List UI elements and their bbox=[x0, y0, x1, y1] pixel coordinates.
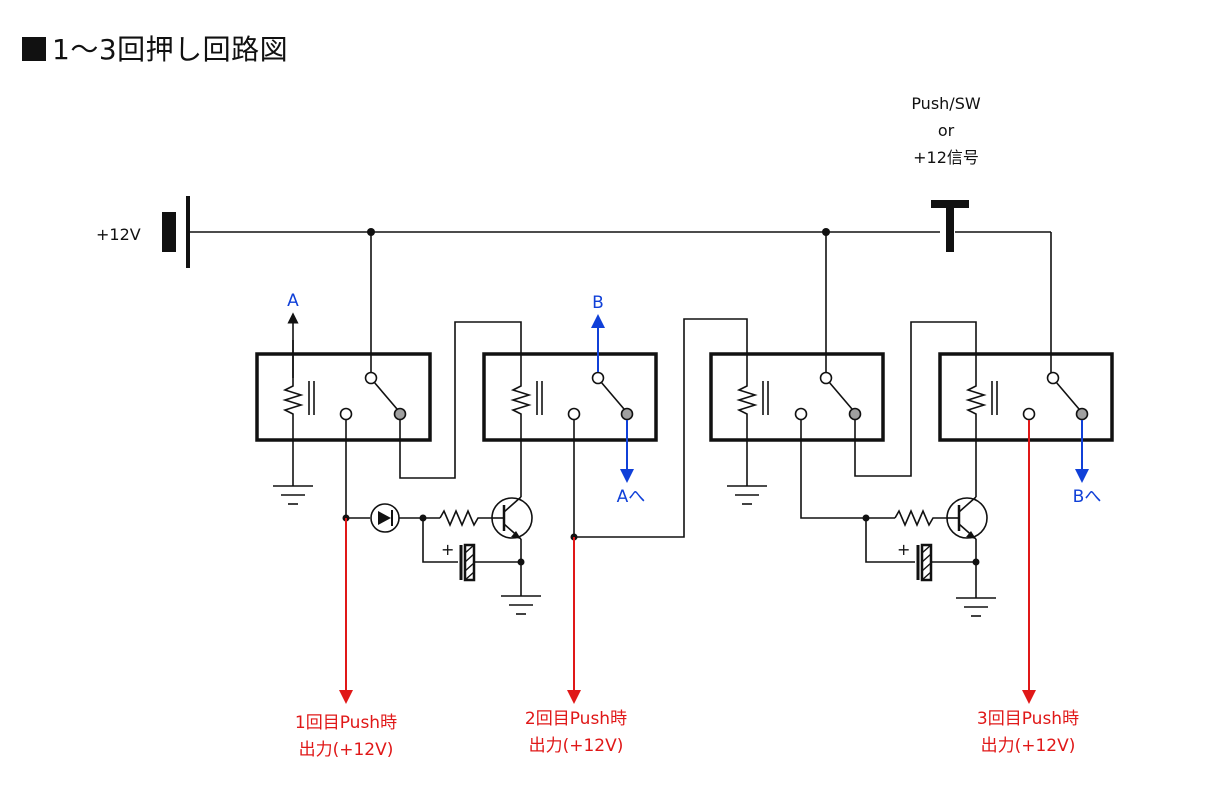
signal-a-label: A bbox=[287, 291, 299, 311]
output-3-line2: 出力(+12V) bbox=[981, 736, 1076, 756]
relay-4 bbox=[938, 352, 1114, 442]
capacitor-symbol bbox=[916, 543, 933, 582]
output-2-line1: 2回目Push時 bbox=[525, 709, 627, 729]
resistor-symbol bbox=[439, 508, 491, 528]
push-switch-signal-label: +12信号 bbox=[913, 148, 979, 167]
battery-symbol bbox=[162, 196, 190, 268]
ground-symbol bbox=[956, 597, 996, 617]
push-switch-label: Push/SW bbox=[911, 94, 981, 113]
relay-1 bbox=[255, 352, 432, 442]
push-switch-symbol[interactable] bbox=[931, 200, 969, 252]
transistor-symbol bbox=[946, 496, 988, 540]
output-1-line1: 1回目Push時 bbox=[295, 713, 397, 733]
signal-b-up-label: B bbox=[592, 293, 604, 313]
capacitor-symbol bbox=[459, 543, 476, 582]
ground-symbol bbox=[273, 485, 313, 505]
ground-symbol bbox=[727, 485, 767, 505]
output-2-line2: 出力(+12V) bbox=[529, 736, 624, 756]
capacitor-plus-label: + bbox=[441, 540, 454, 559]
title-square-icon bbox=[22, 37, 46, 61]
output-3-line1: 3回目Push時 bbox=[977, 709, 1079, 729]
push-switch-or-label: or bbox=[938, 121, 955, 140]
relay-2 bbox=[482, 352, 658, 442]
transistor-symbol bbox=[491, 496, 533, 540]
resistor-symbol bbox=[894, 508, 946, 528]
to-a-label: Aへ bbox=[617, 487, 646, 507]
page-title: 1〜3回押し回路図 bbox=[22, 28, 288, 68]
ground-symbol bbox=[501, 595, 541, 615]
supply-voltage-label: +12V bbox=[96, 225, 141, 244]
title-text: 1〜3回押し回路図 bbox=[52, 33, 289, 66]
output-1-line2: 出力(+12V) bbox=[299, 740, 394, 760]
diode-symbol bbox=[370, 503, 400, 533]
capacitor-plus-label: + bbox=[897, 540, 910, 559]
to-b-label: Bへ bbox=[1073, 487, 1102, 507]
relay-3 bbox=[709, 352, 885, 442]
